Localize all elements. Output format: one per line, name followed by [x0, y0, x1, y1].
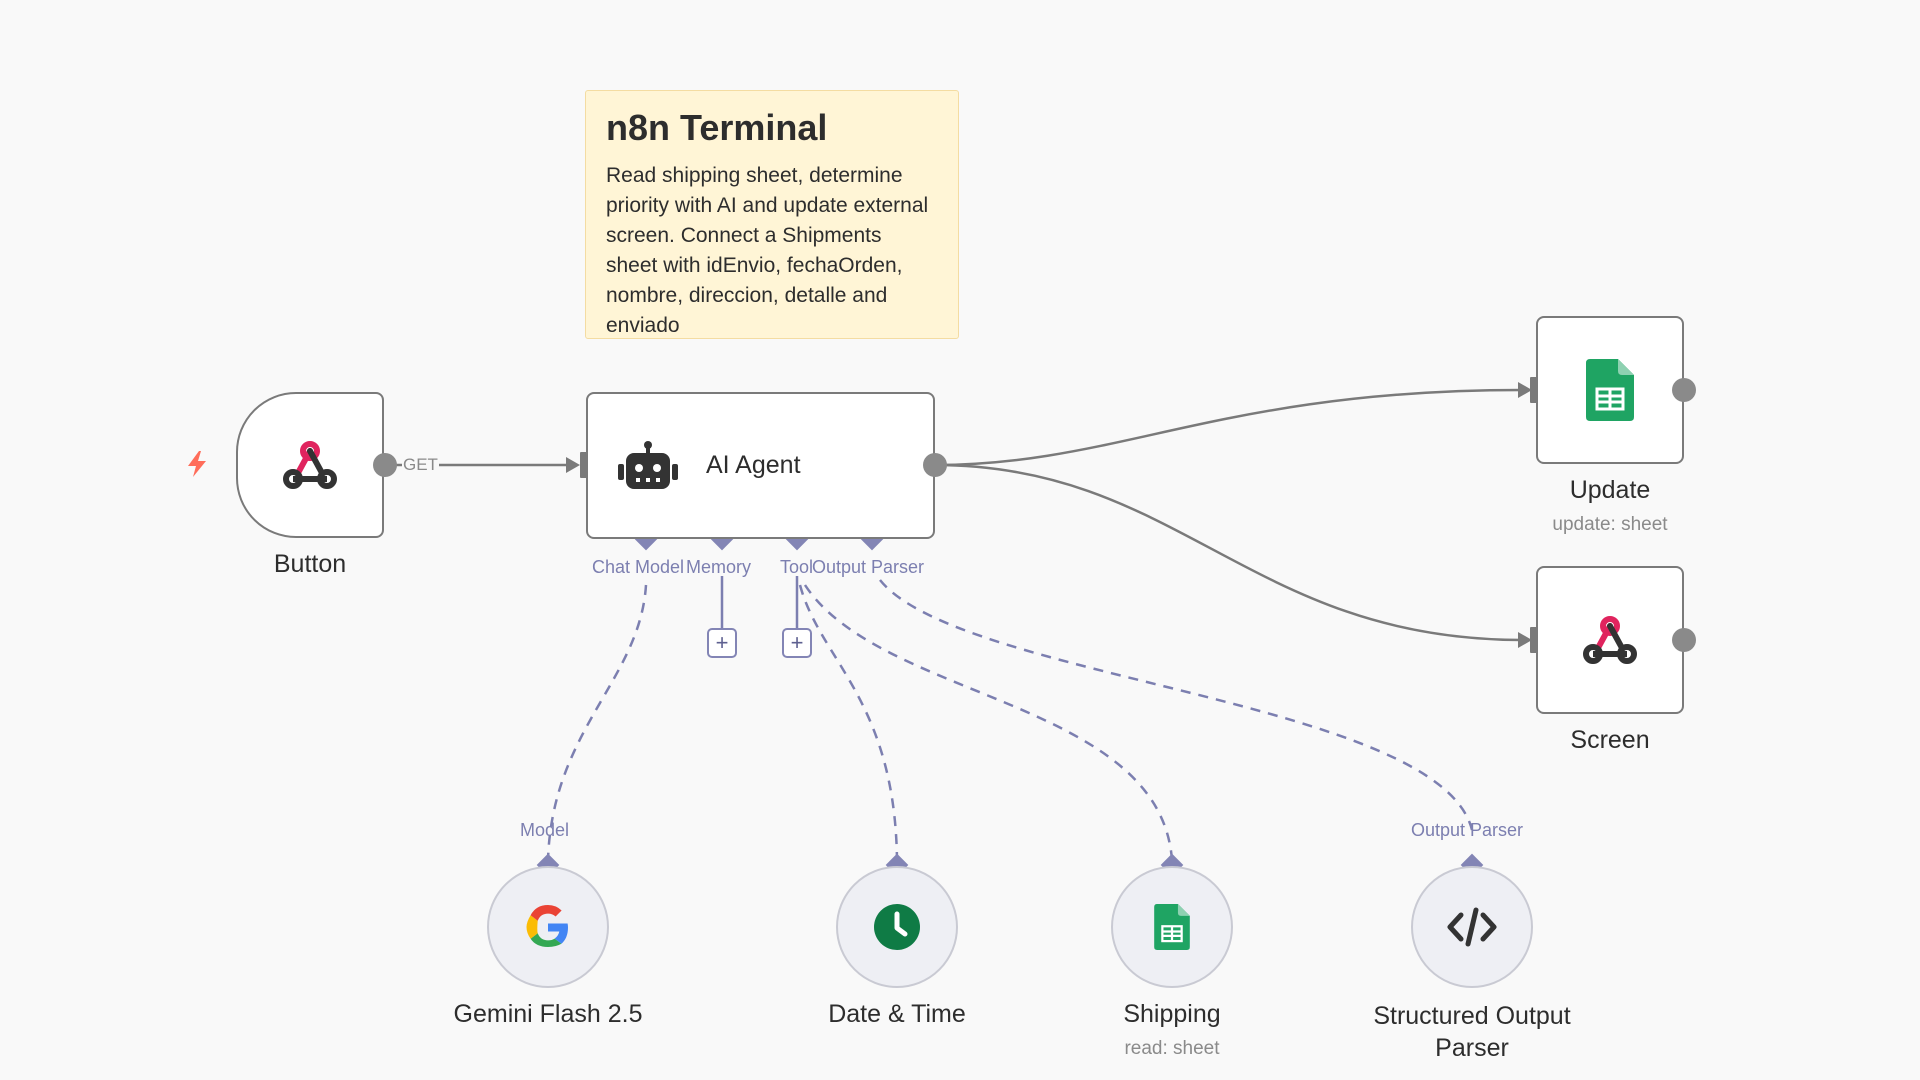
- output-parser-port-label: Output Parser: [812, 557, 925, 577]
- shipping-node[interactable]: [1111, 866, 1233, 988]
- chat-model-port-label: Chat Model: [592, 557, 685, 577]
- update-node[interactable]: [1536, 316, 1684, 464]
- update-output-port[interactable]: [1672, 378, 1696, 402]
- sticky-title: n8n Terminal: [606, 107, 828, 148]
- datetime-label: Date & Time: [828, 1000, 966, 1028]
- screen-label: Screen: [1570, 726, 1650, 754]
- get-edge-label: GET: [402, 455, 439, 475]
- update-input-port[interactable]: [1530, 377, 1540, 403]
- screen-node[interactable]: [1536, 566, 1684, 714]
- wire-chatmodel-gemini: [546, 584, 648, 861]
- model-port-label: Model: [520, 820, 570, 840]
- robot-icon: [618, 440, 678, 489]
- wire-agent-update: [934, 388, 1523, 467]
- add-memory-button[interactable]: +: [707, 628, 737, 658]
- shipping-sublabel: read: sheet: [1124, 1038, 1220, 1059]
- code-icon: [1447, 907, 1497, 947]
- tool-port-label: Tool: [780, 557, 814, 577]
- arrowhead-agent: [566, 457, 580, 473]
- wire-agent-screen: [934, 463, 1523, 642]
- google-icon: [526, 905, 568, 947]
- wire-outputparser-parser: [879, 579, 1474, 831]
- google-sheets-icon: [1586, 359, 1634, 421]
- update-sublabel: update: sheet: [1552, 514, 1668, 535]
- ai-agent-node[interactable]: AI Agent: [586, 392, 935, 539]
- button-node[interactable]: [236, 392, 384, 538]
- gemini-node[interactable]: [487, 866, 609, 988]
- webhook-icon: [283, 441, 337, 489]
- add-tool-button[interactable]: +: [782, 628, 812, 658]
- trigger-bolt-icon: [188, 451, 206, 477]
- output-parser-label: Structured Output Parser: [1373, 1002, 1571, 1062]
- agent-input-port[interactable]: [580, 452, 590, 478]
- screen-input-port[interactable]: [1530, 627, 1540, 653]
- parser-port-label: Output Parser: [1411, 820, 1524, 840]
- screen-output-port[interactable]: [1672, 628, 1696, 652]
- memory-port-label: Memory: [686, 557, 752, 577]
- google-sheets-icon: [1154, 904, 1190, 950]
- shipping-label: Shipping: [1123, 1000, 1221, 1028]
- sticky-body: Read shipping sheet, determine priority …: [606, 164, 929, 337]
- button-label: Button: [273, 550, 347, 578]
- button-output-port[interactable]: [373, 453, 397, 477]
- webhook-icon: [1583, 616, 1637, 664]
- output-parser-node[interactable]: [1411, 866, 1533, 988]
- clock-icon: [874, 904, 920, 950]
- gemini-label: Gemini Flash 2.5: [453, 1000, 643, 1028]
- agent-output-port[interactable]: [923, 453, 947, 477]
- wire-tool-datetime: [798, 584, 899, 861]
- agent-title: AI Agent: [706, 451, 801, 479]
- update-label: Update: [1569, 476, 1651, 504]
- sticky-note[interactable]: n8n Terminal Read shipping sheet, determ…: [585, 90, 959, 339]
- wire-tool-shipping: [803, 584, 1174, 861]
- datetime-node[interactable]: [836, 866, 958, 988]
